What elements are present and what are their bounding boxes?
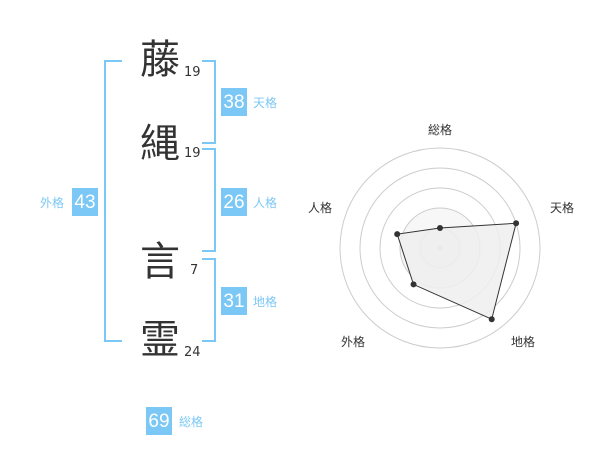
jinkaku-bracket bbox=[202, 148, 216, 252]
name-char-4: 霊 bbox=[140, 317, 180, 363]
gaikaku-label: 外格 bbox=[40, 196, 65, 210]
soukaku-badge: 69 bbox=[146, 407, 172, 435]
gaikaku-bracket bbox=[104, 60, 122, 342]
radar-point-0 bbox=[437, 225, 443, 231]
radar-label-gaikaku: 外格 bbox=[341, 334, 365, 349]
stroke-count-4: 24 bbox=[184, 345, 201, 360]
gaikaku-badge: 43 bbox=[72, 188, 98, 216]
chikaku-label: 地格 bbox=[253, 295, 278, 309]
radar-point-4 bbox=[394, 231, 401, 238]
stroke-count-2: 19 bbox=[184, 146, 201, 161]
radar-point-3 bbox=[410, 281, 417, 288]
chikaku-bracket bbox=[202, 258, 216, 342]
radar-chart: 総格 天格 地格 外格 人格 bbox=[308, 122, 574, 349]
name-char-2: 縄 bbox=[140, 121, 180, 167]
radar-points bbox=[394, 220, 520, 323]
radar-point-2 bbox=[488, 316, 495, 323]
radar-polygon bbox=[396, 222, 517, 320]
radar-label-tenkaku: 天格 bbox=[550, 200, 574, 215]
chikaku-badge: 31 bbox=[221, 287, 247, 315]
jinkaku-badge: 26 bbox=[221, 188, 247, 216]
tenkaku-label: 天格 bbox=[253, 96, 278, 110]
tenkaku-badge: 38 bbox=[221, 88, 247, 116]
radar-label-jinkaku: 人格 bbox=[308, 200, 332, 215]
tenkaku-bracket bbox=[202, 60, 216, 144]
name-char-3: 言 bbox=[140, 239, 180, 285]
name-char-1: 藤 bbox=[140, 37, 180, 83]
jinkaku-label: 人格 bbox=[253, 196, 278, 210]
radar-label-chikaku: 地格 bbox=[511, 334, 535, 349]
stroke-count-3: 7 bbox=[190, 263, 199, 278]
radar-label-soukaku: 総格 bbox=[428, 122, 452, 137]
stroke-count-1: 19 bbox=[184, 65, 201, 80]
radar-point-1 bbox=[513, 220, 520, 227]
soukaku-label: 総格 bbox=[179, 415, 204, 429]
